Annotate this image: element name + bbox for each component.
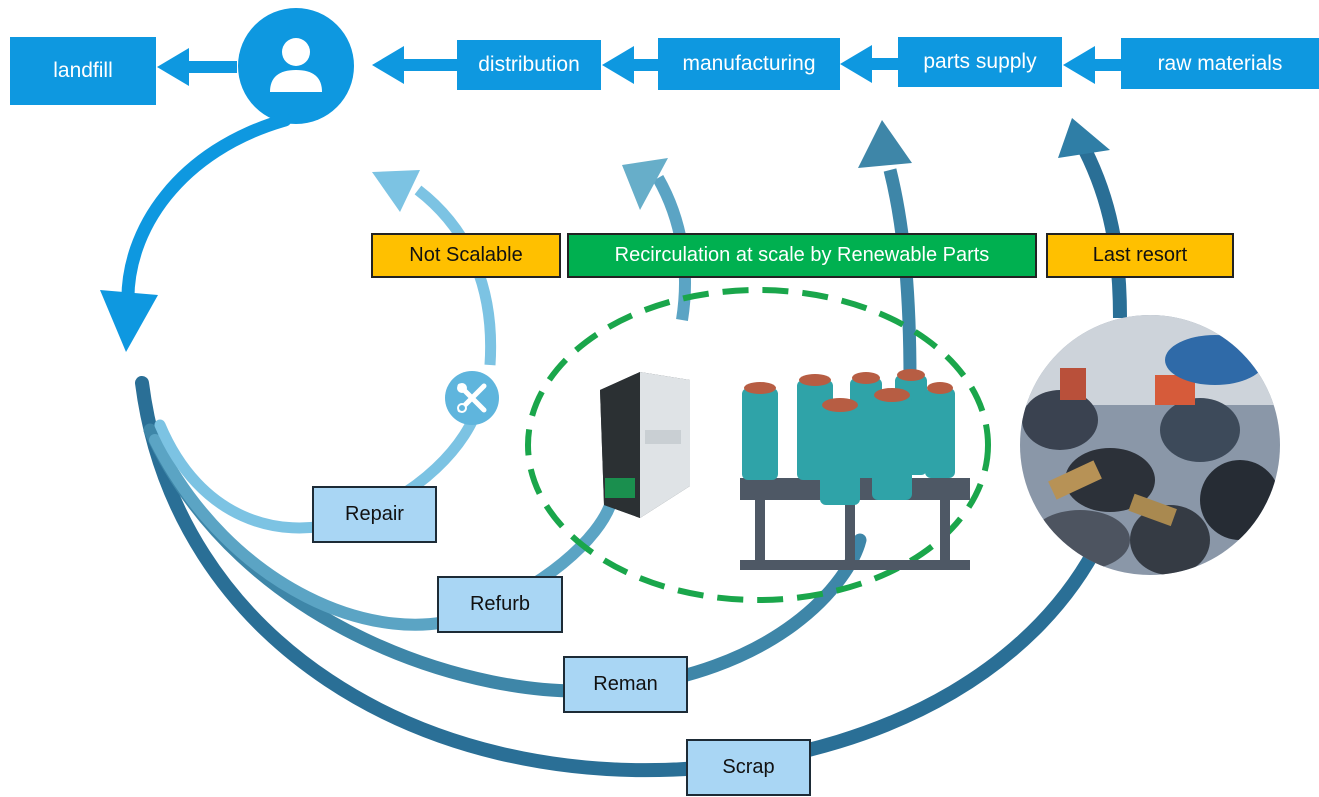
landfill-box: landfill bbox=[10, 37, 156, 105]
user-icon bbox=[238, 8, 354, 124]
return-arc bbox=[100, 113, 292, 352]
distribution-box: distribution bbox=[457, 40, 601, 90]
raw-materials-box: raw materials bbox=[1121, 38, 1319, 89]
scrap-loop bbox=[135, 118, 1127, 778]
last-resort-tag: Last resort bbox=[1046, 233, 1234, 278]
scrap-heap-image bbox=[1020, 315, 1280, 575]
manufacturing-box: manufacturing bbox=[658, 38, 840, 90]
repair-loop bbox=[154, 170, 497, 534]
drive-unit-image bbox=[600, 372, 690, 518]
parts-supply-box: parts supply bbox=[898, 37, 1062, 87]
recirculation-ellipse bbox=[525, 287, 991, 603]
wrench-screwdriver-icon bbox=[445, 371, 499, 425]
scrap-label: Scrap bbox=[686, 739, 811, 796]
recirculation-tag: Recirculation at scale by Renewable Part… bbox=[567, 233, 1037, 278]
not-scalable-tag: Not Scalable bbox=[371, 233, 561, 278]
flow-arrows bbox=[157, 45, 1124, 86]
repair-label: Repair bbox=[312, 486, 437, 543]
reman-label: Reman bbox=[563, 656, 688, 713]
refurb-label: Refurb bbox=[437, 576, 563, 633]
gearbox-units-image bbox=[740, 369, 970, 570]
